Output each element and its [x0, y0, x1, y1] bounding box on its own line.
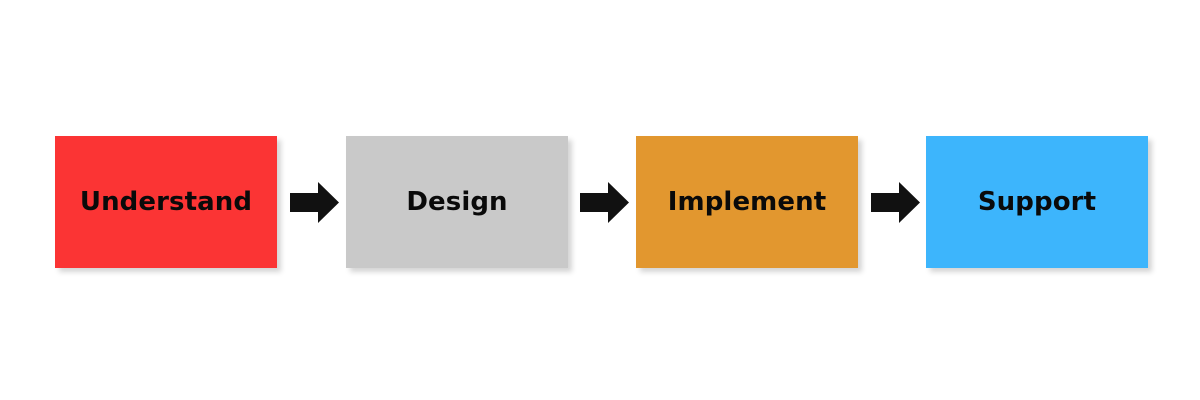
stage-label: Design [406, 187, 508, 217]
stage-label: Understand [79, 187, 253, 217]
process-stage-design[interactable]: Design [346, 136, 568, 268]
stage-label: Support [977, 187, 1097, 217]
process-stage-implement[interactable]: Implement [636, 136, 858, 268]
arrow-right-icon [290, 182, 339, 223]
process-stage-understand[interactable]: Understand [55, 136, 277, 268]
arrow-right-icon [871, 182, 920, 223]
arrow-right-icon [580, 182, 629, 223]
stage-label: Implement [667, 187, 827, 217]
process-stage-support[interactable]: Support [926, 136, 1148, 268]
